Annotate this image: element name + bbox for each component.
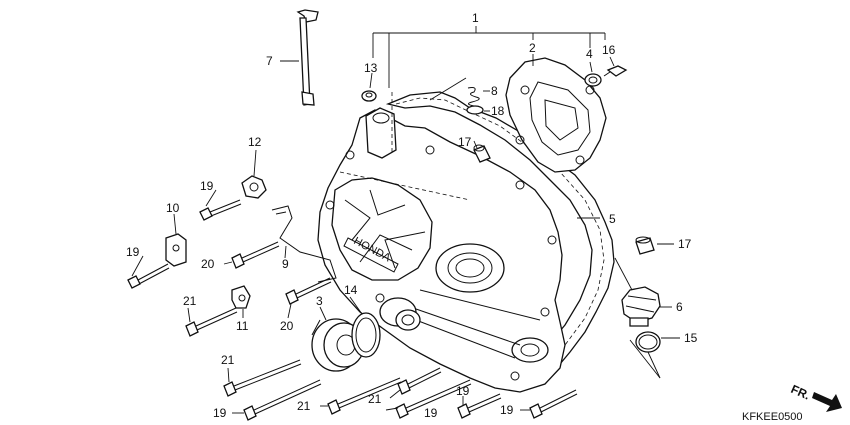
callout-14: 14 [344, 283, 358, 297]
callout-3: 3 [316, 294, 323, 308]
bolt-21-mid [223, 359, 302, 397]
part-17-dowel-right [635, 236, 674, 255]
callout-13: 13 [364, 61, 378, 75]
bolt-19-left [127, 263, 170, 289]
callout-labels: 1 2 4 16 7 13 8 18 17 12 19 10 19 20 9 5… [126, 11, 698, 420]
callout-19-upper: 19 [200, 179, 214, 193]
leader-lines [131, 189, 530, 414]
part-3-seal [311, 306, 365, 372]
part-10-bracket [165, 213, 187, 267]
part-4-oring [584, 61, 602, 87]
bolt-19-upper [199, 199, 242, 221]
callout-11: 11 [236, 319, 249, 333]
callout-17-right: 17 [678, 237, 692, 251]
part-13-nut [361, 72, 377, 102]
callout-19-bottom-right-b: 19 [500, 403, 514, 417]
part-15-oring [629, 331, 680, 379]
callout-19-bottom-center: 19 [424, 406, 438, 420]
callout-15: 15 [684, 331, 698, 345]
bolt-19-bottom-right-a [457, 393, 502, 419]
bolt-21-bottom-right [397, 367, 442, 395]
part-8-spring [467, 87, 490, 107]
cover-seal-rings [379, 297, 421, 331]
part-12-clamp [241, 149, 267, 199]
callout-5: 5 [609, 212, 616, 226]
callout-19-bottom-left: 19 [213, 406, 227, 420]
callout-21-bottom: 21 [297, 399, 311, 413]
part-7-rod [280, 9, 319, 106]
callout-12: 12 [248, 135, 262, 149]
part-9-wire-bracket [271, 205, 337, 283]
bolt-19-bottom-center [395, 379, 472, 419]
callout-18: 18 [491, 104, 505, 118]
callout-21-bottom-right: 21 [368, 392, 382, 406]
callout-16: 16 [602, 43, 616, 57]
callout-19-bottom-right-a: 19 [456, 384, 470, 398]
front-direction-indicator: FR. [789, 382, 842, 412]
callout-4: 4 [586, 47, 593, 61]
part-6-filler-cap [614, 257, 672, 327]
bolt-20-lower [285, 277, 332, 319]
callout-1: 1 [472, 11, 479, 25]
callout-9: 9 [282, 257, 289, 271]
diagram-code: KFKEE0500 [742, 411, 803, 423]
callout-6: 6 [676, 300, 683, 314]
callout-17-upper: 17 [458, 135, 472, 149]
front-arrow-icon [812, 392, 842, 412]
direction-label: FR. [789, 382, 812, 403]
part-11-clip [231, 285, 251, 318]
part-18-clip [466, 105, 490, 115]
callout-8: 8 [491, 84, 498, 98]
part-16-bolt [603, 56, 628, 77]
callout-7: 7 [266, 54, 273, 68]
bolt-21-bottom [327, 377, 402, 415]
callout-21-upper: 21 [183, 294, 197, 308]
callout-21-mid: 21 [221, 353, 235, 367]
part-17-dowel-upper [473, 140, 491, 163]
callout-10: 10 [166, 201, 180, 215]
clutch-cover: HONDA [317, 92, 566, 393]
assembly-bracket-1 [372, 26, 606, 88]
part-14-oring [349, 296, 381, 358]
bolt-21-upper [185, 307, 238, 337]
callout-20-upper: 20 [201, 257, 215, 271]
bolt-19-bottom-left [243, 379, 322, 421]
part-2-inner-plate [505, 54, 607, 173]
bolt-20-upper [231, 241, 280, 269]
callout-20-lower: 20 [280, 319, 294, 333]
callout-19-left: 19 [126, 245, 140, 259]
bolt-19-bottom-right-b [529, 389, 578, 419]
callout-2: 2 [529, 41, 536, 55]
